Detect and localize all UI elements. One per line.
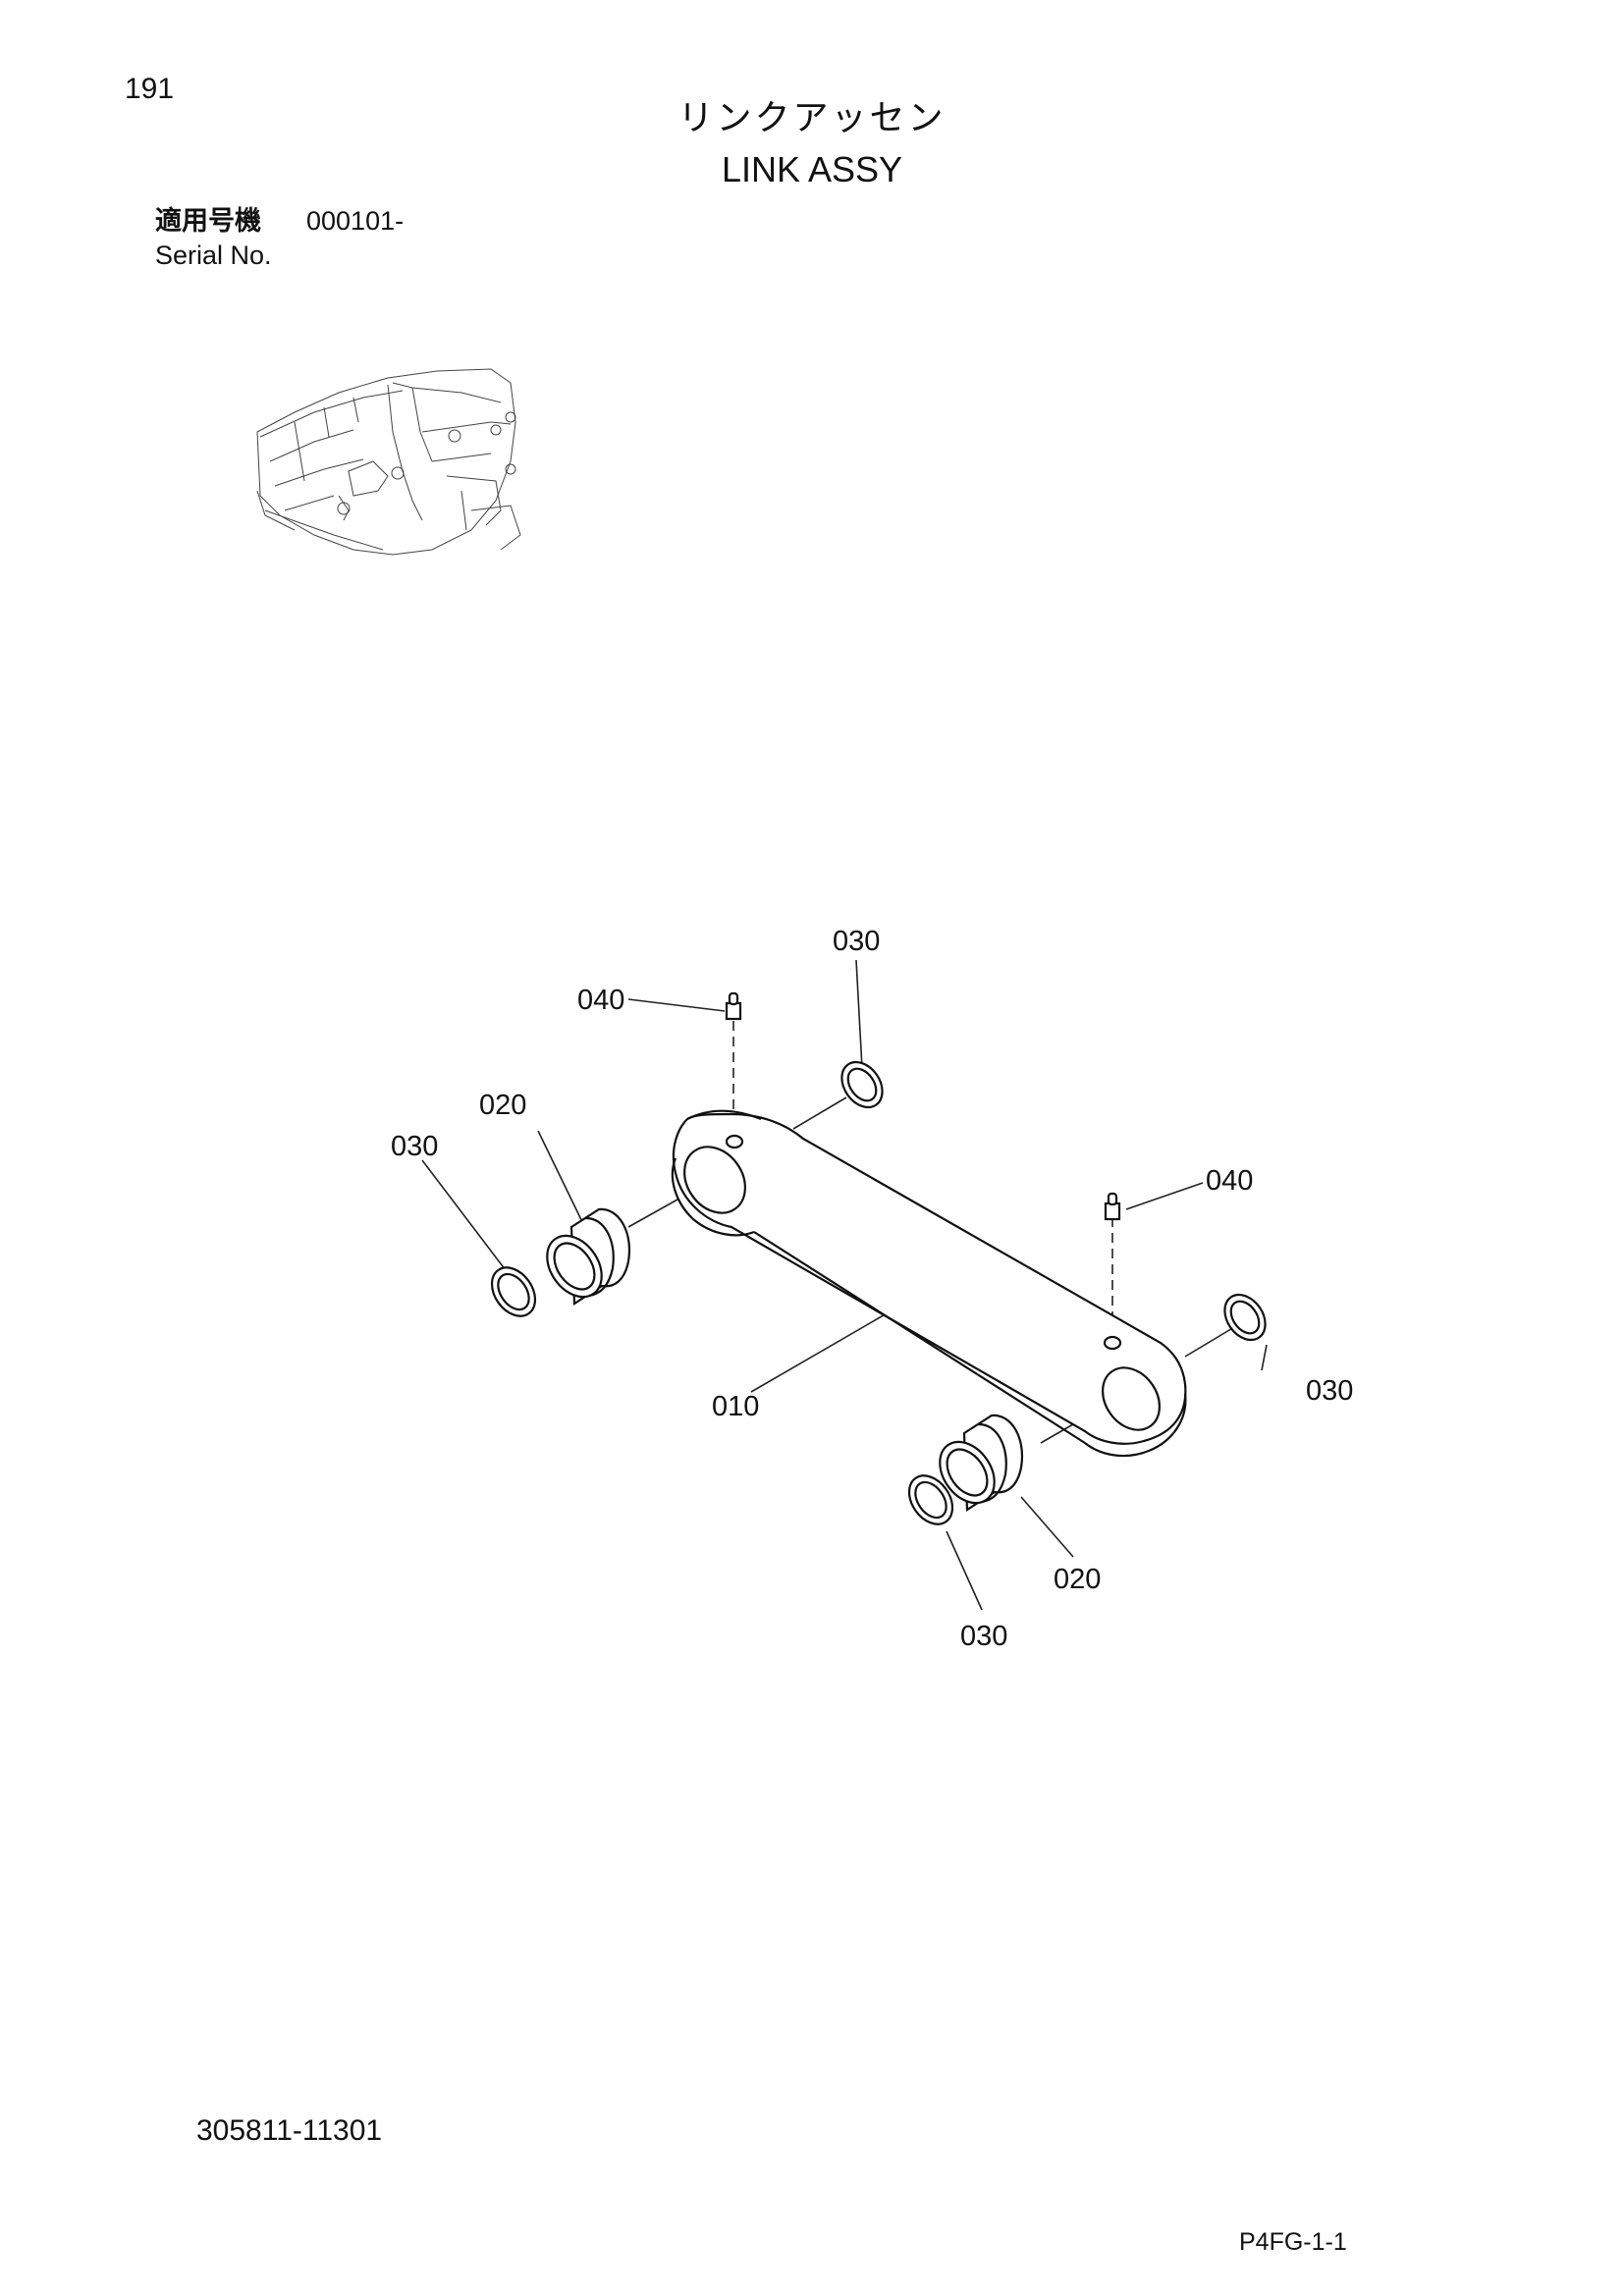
bushing-020-left	[546, 1207, 631, 1306]
callout-030-right: 030	[1306, 1375, 1353, 1407]
callout-020-bottom: 020	[1054, 1564, 1101, 1595]
seal-030-top	[840, 1060, 884, 1109]
link-body-010	[671, 1109, 1187, 1458]
seal-030-left	[490, 1266, 537, 1317]
seal-030-right	[1223, 1293, 1267, 1342]
leader-lines	[421, 959, 1268, 1611]
page-title-en: LINK ASSY	[721, 149, 903, 189]
serial-value: 000101-	[306, 206, 405, 236]
serial-label-en: Serial No.	[155, 240, 272, 270]
callout-040-top: 040	[577, 985, 624, 1016]
callout-010: 010	[712, 1391, 759, 1422]
document-code: 305811-11301	[196, 2114, 383, 2147]
callout-040-right: 040	[1206, 1165, 1253, 1197]
page-number: 191	[125, 73, 175, 105]
figure-code: P4FG-1-1	[1239, 2228, 1347, 2256]
callout-030-left: 030	[391, 1131, 438, 1162]
page-title-jp: リンクアッセン	[677, 98, 947, 138]
callout-030-top: 030	[833, 926, 880, 957]
key-map-thumbnail	[256, 368, 521, 556]
seal-030-bottom	[907, 1474, 954, 1525]
callout-030-bottom: 030	[960, 1621, 1007, 1652]
grease-fitting-040-top	[725, 991, 742, 1021]
grease-fitting-040-right	[1104, 1192, 1121, 1221]
callout-020-left: 020	[479, 1090, 526, 1121]
bushing-020-bottom	[939, 1414, 1024, 1512]
serial-label-jp: 適用号機	[155, 206, 261, 237]
